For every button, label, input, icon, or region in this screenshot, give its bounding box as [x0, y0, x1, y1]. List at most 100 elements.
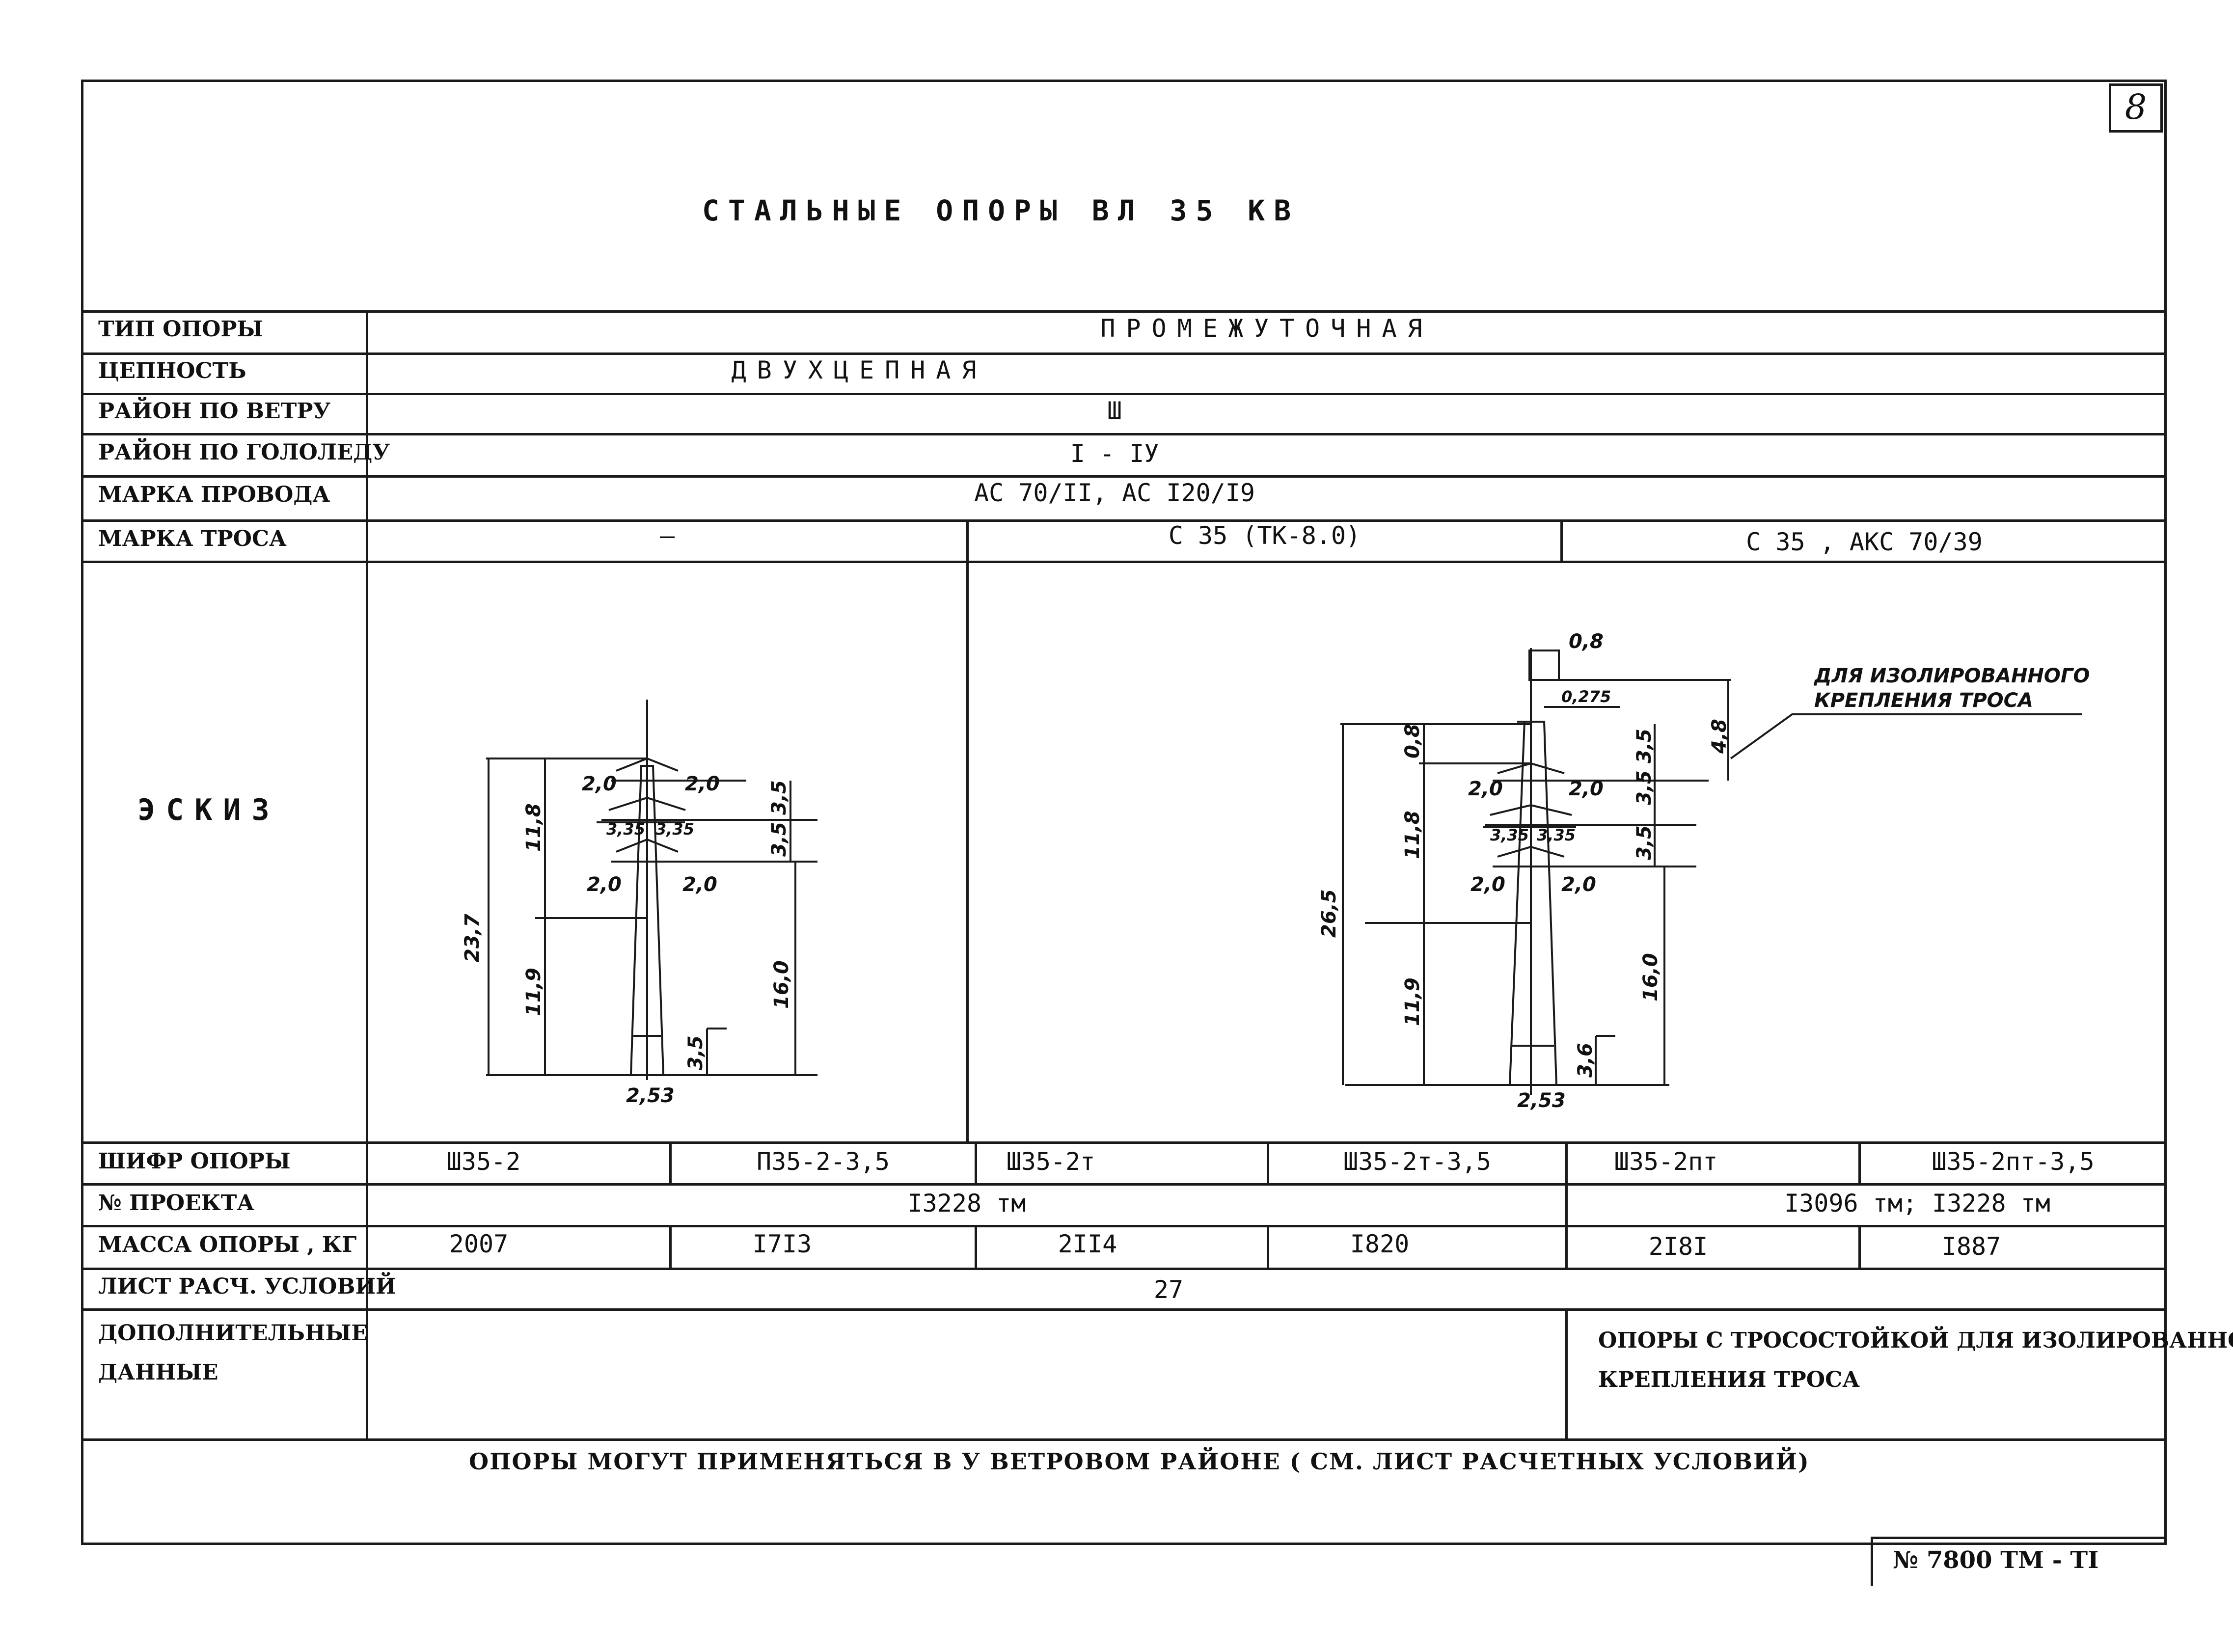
- outer-frame: [81, 80, 2167, 1545]
- value-type: ПРОМЕЖУТОЧНАЯ: [1100, 314, 1433, 343]
- right-dim-4: 3,5: [1633, 729, 1656, 763]
- page-title: СТАЛЬНЫЕ ОПОРЫ ВЛ 35 КВ: [702, 194, 1300, 227]
- value-code-5: Ш35-2пт: [1614, 1147, 1718, 1176]
- right-dim-13: 2,0: [1561, 873, 1596, 896]
- rule-4: [81, 475, 2167, 478]
- left-dim-12: 16,0: [770, 960, 793, 1009]
- label-type: ТИП ОПОРЫ: [98, 317, 263, 342]
- col-mass-1: [669, 1225, 672, 1268]
- label-ice: РАЙОН ПО ГОЛОЛЕДУ: [98, 440, 390, 465]
- rule-5: [81, 519, 2167, 522]
- rule-top-table: [81, 310, 2167, 313]
- col-code-2: [975, 1141, 977, 1183]
- right-dim-7: 2,0: [1569, 778, 1604, 800]
- doc-number-box: [1871, 1537, 2165, 1586]
- left-dim-4: 3,35: [655, 820, 694, 839]
- value-sheet: 27: [1153, 1275, 1184, 1304]
- label-sheet: ЛИСТ РАСЧ. УСЛОВИЙ: [98, 1274, 396, 1299]
- value-ice: I - IУ: [1070, 439, 1159, 468]
- rule-8: [81, 1183, 2167, 1186]
- col-project: [1565, 1183, 1568, 1225]
- right-dim-17: 16,0: [1639, 953, 1662, 1002]
- right-dim-19: 2,53: [1517, 1089, 1566, 1112]
- value-code-1: Ш35-2: [446, 1147, 521, 1176]
- col-mass-4: [1565, 1225, 1568, 1268]
- right-dim-14: 11,8: [1401, 811, 1424, 859]
- value-mass-4: I820: [1350, 1230, 1410, 1258]
- col-code-4: [1565, 1141, 1568, 1183]
- col-label-divider: [366, 310, 368, 1438]
- label-wire: МАРКА ПРОВОДА: [98, 482, 330, 507]
- left-dim-1: 2,0: [582, 773, 617, 795]
- right-dim-12: 2,0: [1471, 873, 1505, 896]
- rule-11: [81, 1308, 2167, 1311]
- left-dim-13: 3,5: [684, 1035, 707, 1070]
- right-dim-18: 3,6: [1574, 1043, 1597, 1078]
- label-cable: МАРКА ТРОСА: [98, 526, 287, 551]
- label-mass: МАССА ОПОРЫ , КГ: [98, 1232, 357, 1257]
- right-dim-10: 3,35: [1537, 826, 1576, 844]
- rule-2: [81, 393, 2167, 395]
- value-mass-1: 2007: [449, 1230, 509, 1258]
- right-dim-2: 0,275: [1561, 687, 1611, 706]
- left-dim-8: 23,7: [461, 914, 484, 962]
- value-code-4: Ш35-2т-3,5: [1343, 1147, 1492, 1176]
- value-wire: АС 70/II, АС I20/I9: [974, 479, 1255, 507]
- right-dim-15: 26,5: [1318, 889, 1340, 938]
- label-extra-1: ДОПОЛНИТЕЛЬНЫЕ: [98, 1321, 368, 1346]
- right-dim-8: 3,5: [1633, 770, 1656, 805]
- left-tower-drawing: [486, 700, 817, 1080]
- left-dim-7: 11,8: [522, 803, 545, 852]
- label-sketch: ЭСКИЗ: [137, 793, 280, 827]
- value-mass-5: 2I8I: [1648, 1232, 1708, 1261]
- left-dim-5: 2,0: [587, 873, 622, 896]
- label-project: № ПРОЕКТА: [98, 1191, 255, 1216]
- col-mass-2: [975, 1225, 977, 1268]
- value-cable-1: —: [659, 521, 675, 550]
- value-cable-2: С 35 (ТК-8.0): [1168, 521, 1361, 550]
- left-dim-14: 2,53: [626, 1084, 675, 1107]
- right-dim-5: 4,8: [1708, 719, 1731, 754]
- left-dim-11: 3,5: [768, 822, 790, 857]
- right-dim-3: 0,8: [1401, 724, 1424, 758]
- value-mass-6: I887: [1941, 1232, 2001, 1261]
- rule-3: [81, 433, 2167, 435]
- left-dim-6: 2,0: [682, 873, 717, 896]
- left-dim-9: 11,9: [522, 968, 545, 1016]
- value-code-3: Ш35-2т: [1006, 1147, 1095, 1176]
- right-dim-6: 2,0: [1468, 778, 1503, 800]
- value-project-1: I3228 тм: [907, 1189, 1026, 1218]
- rule-7: [81, 1141, 2167, 1144]
- right-dim-1: 0,8: [1569, 630, 1604, 653]
- col-mass-5: [1858, 1225, 1861, 1268]
- page-number: 8: [2109, 83, 2163, 133]
- rule-10: [81, 1268, 2167, 1270]
- col-code-5: [1858, 1141, 1861, 1183]
- left-dim-2: 2,0: [685, 773, 720, 795]
- right-dim-9: 3,35: [1490, 826, 1529, 844]
- rule-1: [81, 352, 2167, 355]
- doc-number: № 7800 ТМ - ТI: [1893, 1546, 2099, 1574]
- extra-note-2: КРЕПЛЕНИЯ ТРОСА: [1598, 1367, 1860, 1392]
- right-dim-16: 11,9: [1401, 977, 1424, 1026]
- right-tower-drawing: [1340, 648, 2082, 1095]
- left-dim-10: 3,5: [768, 780, 790, 815]
- value-project-2: I3096 тм; I3228 тм: [1784, 1189, 2050, 1218]
- label-extra-2: ДАННЫЕ: [98, 1360, 218, 1385]
- rule-9: [81, 1225, 2167, 1227]
- right-callout-1: ДЛЯ ИЗОЛИРОВАННОГО: [1813, 665, 2090, 687]
- value-wind: Ш: [1107, 397, 1122, 425]
- value-code-2: П35-2-3,5: [757, 1147, 890, 1176]
- label-code: ШИФР ОПОРЫ: [98, 1149, 291, 1174]
- rule-12: [81, 1438, 2167, 1441]
- value-circuit: ДВУХЦЕПНАЯ: [731, 356, 987, 384]
- col-mass-3: [1267, 1225, 1269, 1268]
- value-mass-2: I7I3: [752, 1230, 812, 1258]
- col-cable-2: [1560, 519, 1563, 561]
- col-extra: [1565, 1308, 1568, 1438]
- value-code-6: Ш35-2пт-3,5: [1932, 1147, 2095, 1176]
- col-code-3: [1267, 1141, 1269, 1183]
- col-cable-1: [966, 519, 969, 1141]
- label-wind: РАЙОН ПО ВЕТРУ: [98, 399, 331, 424]
- value-mass-3: 2II4: [1058, 1230, 1117, 1258]
